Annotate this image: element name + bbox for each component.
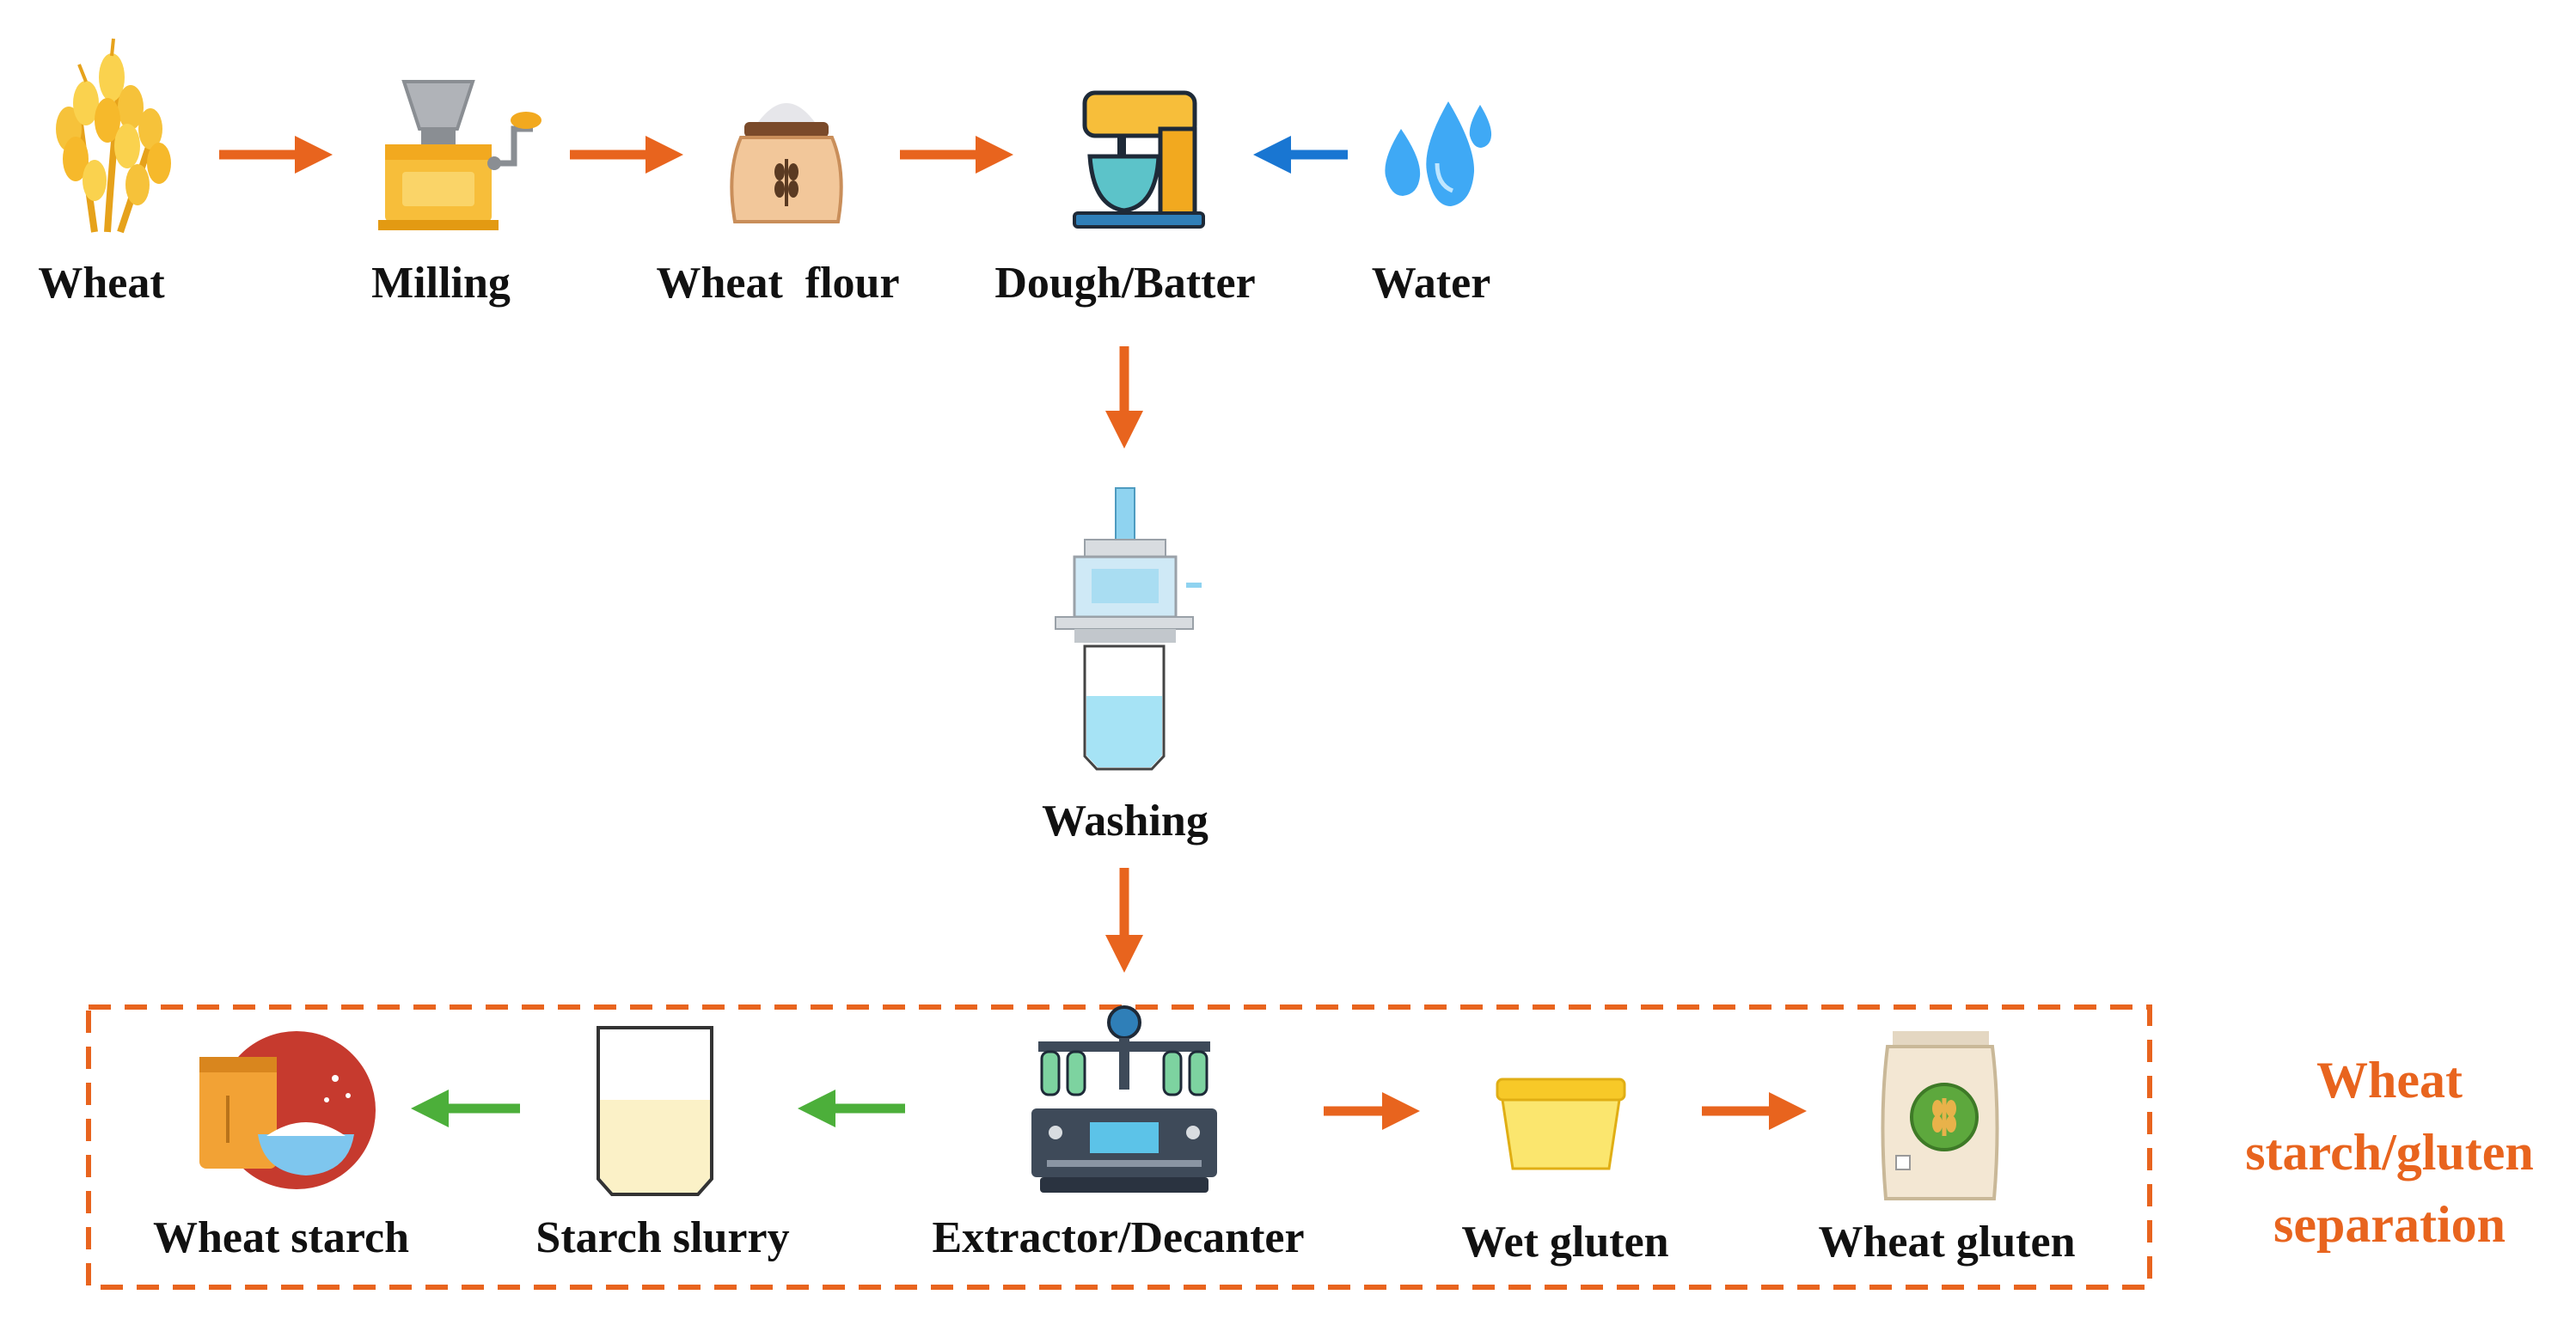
starch-bowl-icon xyxy=(199,1031,376,1189)
separation-title-line: separation xyxy=(2273,1196,2506,1253)
separation-title-line: Wheat xyxy=(2316,1052,2463,1108)
grain-mill-icon xyxy=(378,80,542,230)
slurry-container-icon xyxy=(597,1026,713,1196)
label-water: Water xyxy=(1371,259,1491,308)
wheat-icon xyxy=(56,38,171,234)
gluten-box-icon xyxy=(1496,1078,1626,1170)
washing-apparatus-icon xyxy=(1055,487,1202,771)
label-wheat: Wheat xyxy=(38,259,165,308)
stand-mixer-icon xyxy=(1073,90,1205,229)
label-starch-slurry: Starch slurry xyxy=(535,1213,790,1262)
gluten-bag-icon xyxy=(1881,1031,1999,1200)
label-extractor-decanter: Extractor/Decanter xyxy=(932,1213,1305,1262)
label-wheat-flour: Wheat flour xyxy=(656,259,900,308)
label-wheat-starch: Wheat starch xyxy=(152,1213,410,1262)
water-drops-icon xyxy=(1385,101,1492,206)
label-wet-gluten: Wet gluten xyxy=(1461,1218,1669,1267)
label-wheat-gluten: Wheat gluten xyxy=(1818,1218,2076,1267)
decanter-machine-icon xyxy=(1031,1005,1217,1193)
separation-title: Wheat starch/gluten separation xyxy=(2235,1044,2544,1261)
label-milling: Milling xyxy=(371,259,511,308)
separation-title-line: starch/gluten xyxy=(2245,1124,2534,1181)
label-dough-batter: Dough/Batter xyxy=(994,259,1256,308)
label-washing: Washing xyxy=(1042,797,1208,846)
flour-sack-icon xyxy=(730,103,843,223)
